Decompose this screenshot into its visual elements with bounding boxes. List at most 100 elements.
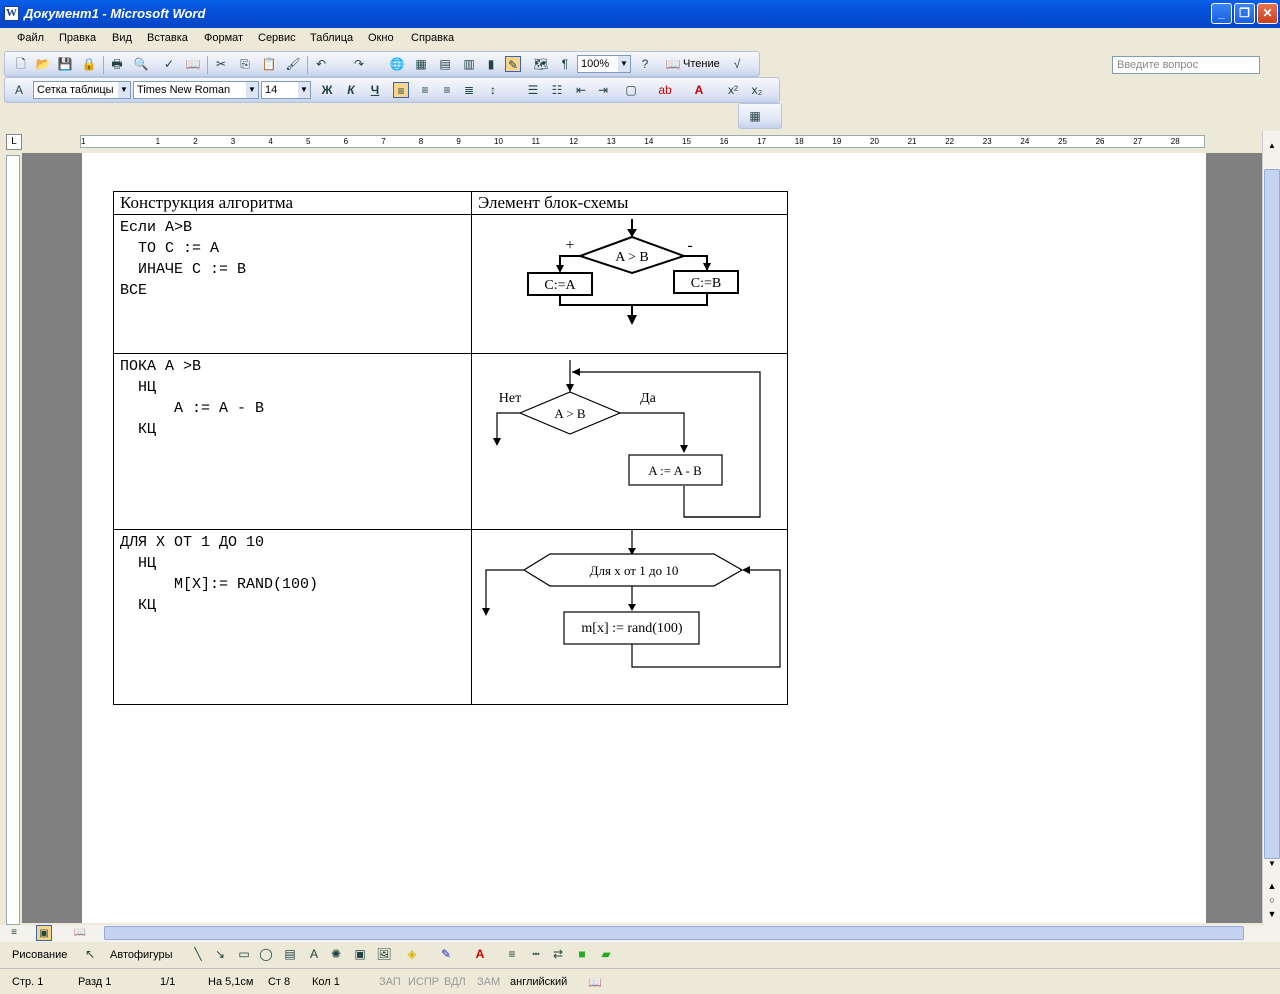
word-app-icon[interactable]: W bbox=[4, 6, 19, 21]
autoshapes-menu-button[interactable]: Автофигуры bbox=[110, 949, 173, 961]
spelling-status-icon[interactable]: 📖 bbox=[588, 977, 602, 989]
align-right-icon[interactable]: ≡ bbox=[443, 83, 451, 97]
3d-icon[interactable]: ▰ bbox=[601, 947, 611, 961]
menu-help[interactable]: Справка bbox=[411, 32, 455, 44]
menu-file[interactable]: Файл bbox=[17, 32, 45, 44]
tab-selector-icon[interactable]: L bbox=[6, 134, 22, 150]
print-preview-icon[interactable]: 🔍 bbox=[133, 57, 149, 71]
chevron-down-icon[interactable]: ▼ bbox=[298, 82, 310, 98]
permission-icon[interactable]: 🔒 bbox=[81, 57, 97, 71]
browse-object-icon[interactable]: ▲○▼ bbox=[1267, 881, 1277, 919]
table-header-flowchart[interactable]: Элемент блок-схемы bbox=[471, 191, 788, 215]
font-select[interactable]: Times New Roman▼ bbox=[133, 81, 259, 99]
save-icon[interactable]: 💾 bbox=[57, 57, 73, 71]
insert-excel-icon[interactable]: ▥ bbox=[463, 57, 475, 71]
table-row[interactable]: Если A>B ТО C := A ИНАЧЕ C := B ВСЕ bbox=[113, 214, 472, 354]
bold-button[interactable]: Ж bbox=[321, 83, 333, 97]
line-icon[interactable]: ╲ bbox=[194, 947, 202, 961]
menu-insert[interactable]: Вставка bbox=[147, 32, 188, 44]
table-header-construct[interactable]: Конструкция алгоритма bbox=[113, 191, 472, 215]
scroll-down-icon[interactable]: ▼ bbox=[1268, 859, 1276, 868]
picture-icon[interactable]: 🖼 bbox=[376, 947, 392, 961]
read-icon[interactable]: 📖 bbox=[665, 57, 681, 71]
styles-icon[interactable]: A bbox=[14, 83, 23, 97]
minimize-button[interactable]: _ bbox=[1211, 3, 1232, 24]
align-left-icon[interactable]: ≡ bbox=[393, 82, 409, 98]
redo-icon[interactable]: ↷ bbox=[353, 57, 365, 71]
show-hide-icon[interactable]: ¶ bbox=[561, 57, 569, 71]
reading-view-icon[interactable]: 📖 bbox=[73, 927, 87, 938]
decrease-indent-icon[interactable]: ⇤ bbox=[575, 83, 587, 97]
diagram-icon[interactable]: ✺ bbox=[330, 947, 342, 961]
arrow-icon[interactable]: ↘ bbox=[214, 947, 226, 961]
ask-question-input[interactable]: Введите вопрос bbox=[1112, 56, 1260, 74]
research-icon[interactable]: 📖 bbox=[185, 57, 201, 71]
table-row[interactable]: ПОКА A >B НЦ A := A - B КЦ bbox=[113, 353, 472, 530]
hyperlink-icon[interactable]: 🌐 bbox=[389, 57, 405, 71]
horizontal-scrollbar[interactable]: ≡ ▣ 📖 bbox=[0, 925, 1280, 942]
chevron-down-icon[interactable]: ▼ bbox=[118, 82, 130, 98]
print-layout-view-icon[interactable]: ▣ bbox=[36, 925, 52, 941]
italic-button[interactable]: К bbox=[347, 83, 355, 97]
increase-indent-icon[interactable]: ⇥ bbox=[597, 83, 609, 97]
vertical-ruler[interactable] bbox=[6, 155, 20, 925]
close-button[interactable]: ✕ bbox=[1257, 3, 1278, 24]
undo-icon[interactable]: ↶ bbox=[315, 57, 327, 71]
justify-icon[interactable]: ≣ bbox=[463, 83, 475, 97]
new-document-icon[interactable]: 🗋 bbox=[16, 57, 26, 71]
style-select[interactable]: Сетка таблицы▼ bbox=[33, 81, 131, 99]
tables-borders-icon[interactable]: ▦ bbox=[415, 57, 427, 71]
menu-format[interactable]: Формат bbox=[204, 32, 244, 44]
subscript-icon[interactable]: x₂ bbox=[751, 83, 763, 97]
numbering-icon[interactable]: ☰ bbox=[527, 83, 539, 97]
scroll-up-icon[interactable]: ▲ bbox=[1268, 141, 1276, 150]
arrow-style-icon[interactable]: ⇄ bbox=[552, 947, 564, 961]
menu-table[interactable]: Таблица bbox=[310, 32, 354, 44]
status-ovr[interactable]: ЗАМ bbox=[477, 976, 501, 988]
horizontal-scroll-thumb[interactable] bbox=[104, 926, 1244, 940]
table-row[interactable]: ДЛЯ X ОТ 1 ДО 10 НЦ M[X]:= RAND(100) КЦ bbox=[113, 529, 472, 705]
line-style-icon[interactable]: ≡ bbox=[508, 947, 516, 961]
menu-edit[interactable]: Правка bbox=[59, 32, 97, 44]
bullets-icon[interactable]: ☷ bbox=[551, 83, 563, 97]
format-painter-icon[interactable]: 🖌 bbox=[285, 57, 301, 71]
status-trk[interactable]: ИСПР bbox=[408, 976, 440, 988]
fill-color-icon[interactable]: ◈ bbox=[407, 947, 417, 961]
superscript-icon[interactable]: x² bbox=[728, 83, 738, 97]
menu-view[interactable]: Вид bbox=[112, 32, 132, 44]
dash-style-icon[interactable]: ┅ bbox=[532, 947, 540, 961]
vertical-scrollbar[interactable]: ▲ ▼ ▲○▼ bbox=[1262, 131, 1280, 925]
document-map-icon[interactable]: 🗺 bbox=[533, 57, 549, 71]
oval-icon[interactable]: ◯ bbox=[259, 947, 273, 961]
font-color-icon[interactable]: A bbox=[694, 83, 704, 97]
scroll-thumb[interactable] bbox=[1264, 169, 1280, 859]
line-spacing-icon[interactable]: ↕ bbox=[490, 83, 496, 97]
normal-view-icon[interactable]: ≡ bbox=[11, 927, 17, 938]
font-size-select[interactable]: 14▼ bbox=[261, 81, 311, 99]
maximize-button[interactable]: ❐ bbox=[1234, 3, 1255, 24]
help-icon[interactable]: ? bbox=[641, 57, 649, 71]
zoom-select[interactable]: 100%▼ bbox=[577, 55, 631, 73]
menu-tools[interactable]: Сервис bbox=[258, 32, 296, 44]
chevron-down-icon[interactable]: ▼ bbox=[618, 56, 630, 72]
columns-icon[interactable]: ▮ bbox=[487, 57, 495, 71]
equation-icon[interactable]: √ bbox=[733, 57, 741, 71]
highlight-icon[interactable]: ab bbox=[658, 83, 672, 97]
read-button-label[interactable]: Чтение bbox=[683, 58, 720, 70]
line-color-icon[interactable]: ✎ bbox=[440, 947, 452, 961]
insert-table-icon[interactable]: ▤ bbox=[439, 57, 451, 71]
tables-icon[interactable]: ▦ bbox=[749, 109, 761, 123]
spelling-icon[interactable]: ✓ bbox=[163, 57, 175, 71]
textbox-icon[interactable]: ▤ bbox=[284, 947, 296, 961]
print-icon[interactable]: 🖶 bbox=[111, 57, 123, 71]
status-ext[interactable]: ВДЛ bbox=[444, 976, 466, 988]
wordart-icon[interactable]: A bbox=[309, 947, 318, 961]
cut-icon[interactable]: ✂ bbox=[215, 57, 227, 71]
drawing-icon[interactable]: ✎ bbox=[505, 56, 521, 72]
underline-button[interactable]: Ч bbox=[370, 83, 380, 97]
align-center-icon[interactable]: ≡ bbox=[421, 83, 429, 97]
status-rec[interactable]: ЗАП bbox=[379, 976, 401, 988]
borders-icon[interactable]: ▢ bbox=[625, 83, 637, 97]
shadow-icon[interactable]: ■ bbox=[578, 947, 586, 961]
